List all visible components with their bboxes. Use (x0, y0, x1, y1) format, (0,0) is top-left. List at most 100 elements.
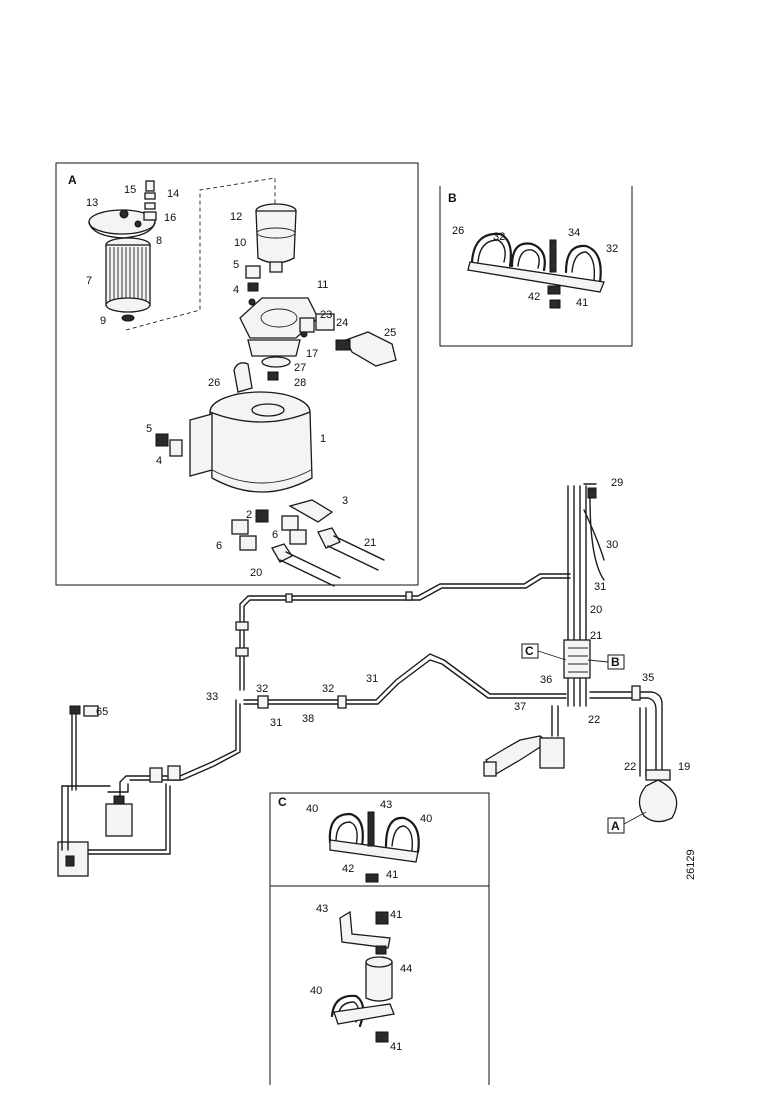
callout: 40 (306, 803, 318, 815)
callout: 26 (452, 225, 464, 237)
callout: 37 (514, 701, 526, 713)
adapter-17 (247, 339, 301, 357)
nut-28 (267, 371, 279, 381)
callout: 25 (384, 327, 396, 339)
ref-b: B (611, 655, 620, 669)
callout: 44 (400, 963, 412, 975)
callout: 40 (420, 813, 432, 825)
hoses-20-21 (271, 527, 385, 587)
nut-side (155, 433, 169, 447)
fitting-23-24 (299, 313, 335, 333)
callout: 24 (336, 317, 348, 329)
callout: 23 (320, 309, 332, 321)
callout: 30 (606, 539, 618, 551)
callout: 7 (86, 275, 92, 287)
o-ring-27 (261, 356, 291, 368)
callout: 32 (322, 683, 334, 695)
callout: 5 (233, 259, 239, 271)
callout: 32 (606, 243, 618, 255)
callout: 21 (364, 537, 376, 549)
lower-tank (57, 841, 89, 877)
callout: 35 (642, 672, 654, 684)
callout: 2 (246, 509, 252, 521)
callout: 20 (250, 567, 262, 579)
washer-side (169, 439, 183, 457)
callout: 14 (167, 188, 179, 200)
bottom-fittings (231, 499, 334, 551)
callout: 22 (624, 761, 636, 773)
callout: 6 (216, 540, 222, 552)
callout: 31 (366, 673, 378, 685)
callout: 29 (611, 477, 623, 489)
ref-box-a (607, 817, 625, 834)
callout: 22 (588, 714, 600, 726)
callout: 32 (493, 231, 505, 243)
drawing-number: 26129 (685, 849, 697, 880)
nut-5 (245, 265, 261, 279)
panel-a-letter: A (68, 173, 77, 187)
panel-b: B 26 32 34 32 42 41 (439, 186, 633, 347)
callout: 33 (206, 691, 218, 703)
callout: 27 (294, 362, 306, 374)
ref-a: A (611, 819, 620, 833)
callout: 28 (294, 377, 306, 389)
clamp-assembly-c-bottom (330, 910, 395, 1043)
fuel-line-routing: C B A 29 30 31 20 21 36 35 22 22 19 33 3… (57, 477, 690, 877)
hose-fitting-25 (335, 331, 397, 367)
clamp-assembly-c-top (328, 811, 420, 883)
callout: 13 (86, 197, 98, 209)
callout: 34 (568, 227, 580, 239)
callout: 6 (272, 529, 278, 541)
bracket-26 (233, 362, 253, 393)
callout: 31 (270, 717, 282, 729)
callout: 20 (590, 604, 602, 616)
callout: 5 (146, 423, 152, 435)
washer-4 (247, 282, 259, 292)
bolt-stack (143, 180, 157, 221)
callout: 31 (594, 581, 606, 593)
callout: 4 (156, 455, 162, 467)
callout: 41 (386, 869, 398, 881)
callout: 12 (230, 211, 242, 223)
ref-c: C (525, 644, 534, 658)
tank-body (189, 391, 313, 493)
callout: 1 (320, 433, 326, 445)
panel-a: A (55, 162, 419, 587)
callout: 26 (208, 377, 220, 389)
sediment-cup (255, 203, 297, 273)
callout: 19 (678, 761, 690, 773)
callout: 3 (342, 495, 348, 507)
callout: 65 (96, 706, 108, 718)
callout: 17 (306, 348, 318, 360)
panel-c-frame (269, 792, 490, 1085)
callout: 42 (528, 291, 540, 303)
filter-cap (88, 209, 156, 239)
panel-a-frame (55, 162, 419, 586)
callout: 43 (380, 799, 392, 811)
panel-c-letter: C (278, 795, 287, 809)
panel-c: C 40 43 40 42 41 43 41 44 40 (269, 792, 490, 1085)
callout: 10 (234, 237, 246, 249)
panel-b-frame (439, 186, 633, 347)
filter-head (239, 297, 319, 339)
callout: 43 (316, 903, 328, 915)
callout: 16 (164, 212, 176, 224)
callout: 41 (390, 909, 402, 921)
callout: 9 (100, 315, 106, 327)
callout: 41 (390, 1041, 402, 1053)
filter-element (105, 237, 151, 322)
callout: 4 (233, 284, 239, 296)
callout: 32 (256, 683, 268, 695)
sender-unit (105, 803, 133, 837)
callout: 15 (124, 184, 136, 196)
panel-b-letter: B (448, 191, 457, 205)
clamp-assembly-b (467, 232, 605, 309)
callout: 11 (317, 279, 328, 291)
callout: 8 (156, 235, 162, 247)
callout: 41 (576, 297, 588, 309)
callout: 36 (540, 674, 552, 686)
callout: 42 (342, 863, 354, 875)
callout: 40 (310, 985, 322, 997)
callout: 21 (590, 630, 602, 642)
